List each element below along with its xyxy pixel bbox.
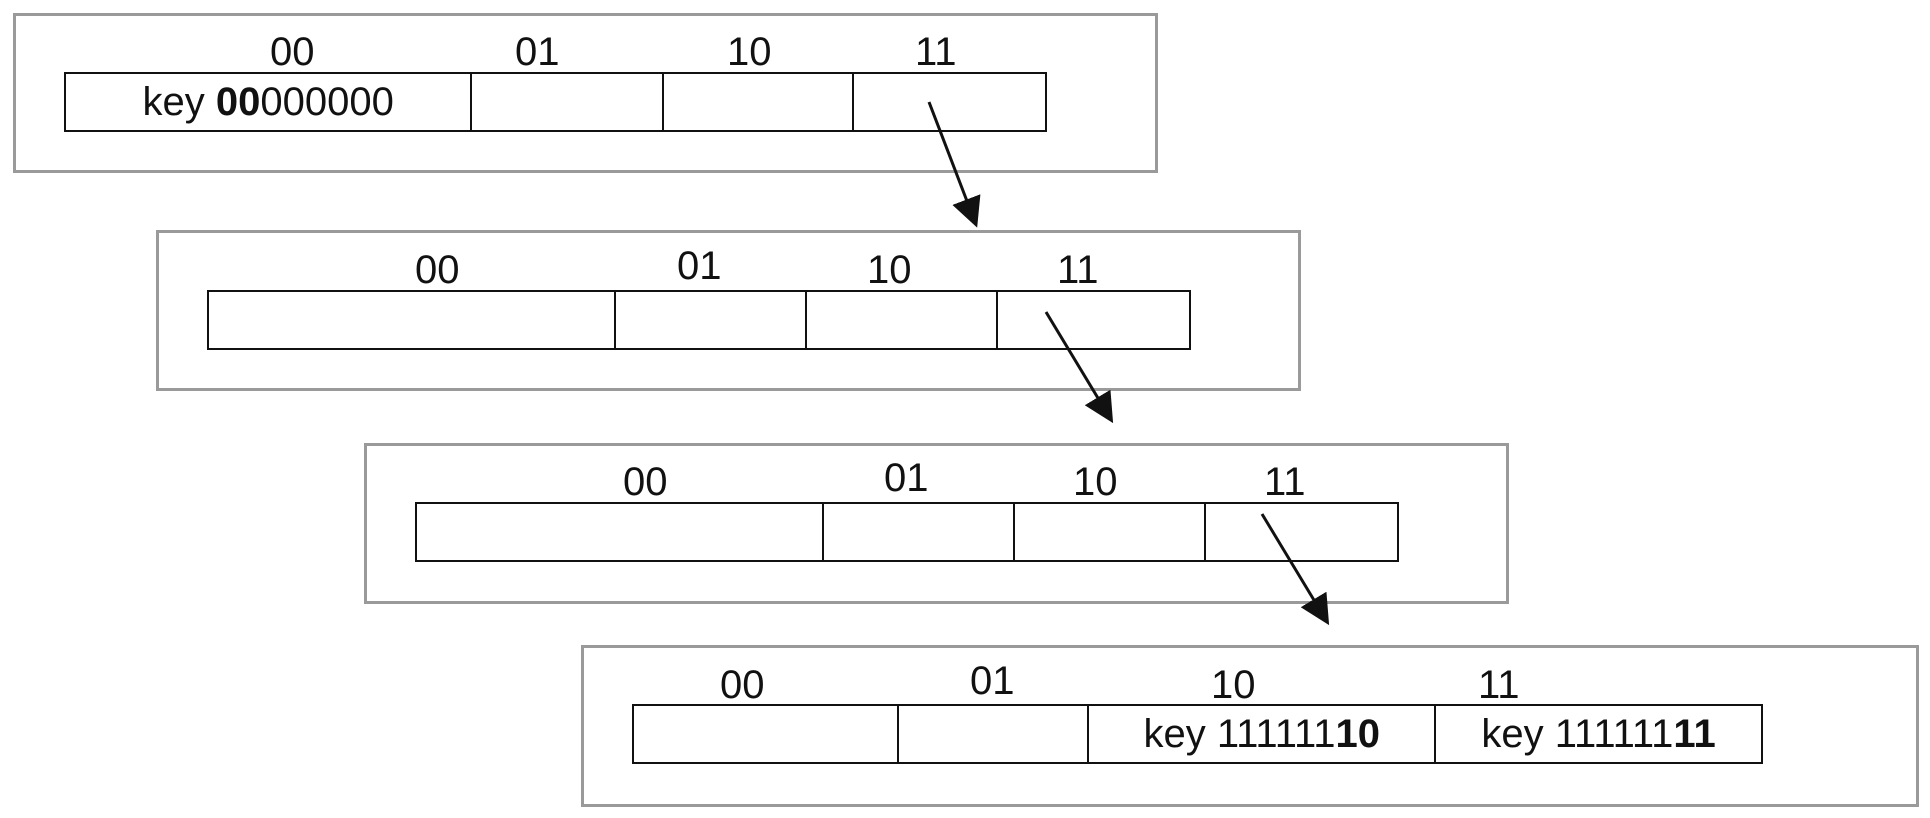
key-bold-bits: 00	[215, 79, 261, 124]
level-2-label-11: 11	[1264, 460, 1306, 504]
level-1-cell-00	[209, 292, 617, 348]
level-2-cell-01	[824, 504, 1015, 560]
key-suffix: 000000	[260, 79, 394, 124]
level-1-panel	[156, 230, 1301, 391]
level-2-label-10: 10	[1073, 460, 1118, 504]
level-2-cell-10	[1015, 504, 1206, 560]
level-1-bucket-row	[207, 290, 1191, 350]
key-prefix: key 111111	[1143, 711, 1336, 756]
level-1-cell-10	[807, 292, 998, 348]
key-bold-bits: 10	[1335, 711, 1381, 756]
level-2-label-01: 01	[884, 456, 929, 500]
level-3-label-01: 01	[970, 659, 1015, 703]
level-0-label-11: 11	[915, 30, 957, 74]
level-1-label-10: 10	[867, 248, 912, 292]
key-bold-bits: 11	[1673, 711, 1716, 756]
level-0-cell-01	[472, 74, 664, 130]
level-0-panel	[13, 13, 1158, 173]
level-3-panel	[581, 645, 1919, 807]
level-3-label-11: 11	[1478, 663, 1520, 707]
level-0-cell-10	[664, 74, 854, 130]
level-0-label-10: 10	[727, 30, 772, 74]
level-3-label-10: 10	[1211, 663, 1256, 707]
key-prefix: key 111111	[1481, 711, 1674, 756]
level-1-cell-01	[616, 292, 807, 348]
level-0-label-01: 01	[515, 30, 560, 74]
key-prefix: key	[142, 79, 216, 124]
level-1-label-00: 00	[415, 248, 460, 292]
level-1-label-11: 11	[1057, 248, 1099, 292]
level-0-label-00: 00	[270, 30, 315, 74]
level-2-panel	[364, 443, 1509, 604]
level-2-cell-00	[417, 504, 825, 560]
arrow-level-1-to-2	[1044, 311, 1114, 424]
level-3-label-00: 00	[720, 663, 765, 707]
arrow-level-2-to-3	[1260, 513, 1330, 626]
level-1-label-01: 01	[677, 244, 722, 288]
level-2-label-00: 00	[623, 460, 668, 504]
arrow-level-0-to-1	[927, 101, 981, 228]
level-3-cell-00	[634, 706, 900, 762]
level-2-bucket-row	[415, 502, 1399, 562]
level-3-cell-01	[899, 706, 1090, 762]
